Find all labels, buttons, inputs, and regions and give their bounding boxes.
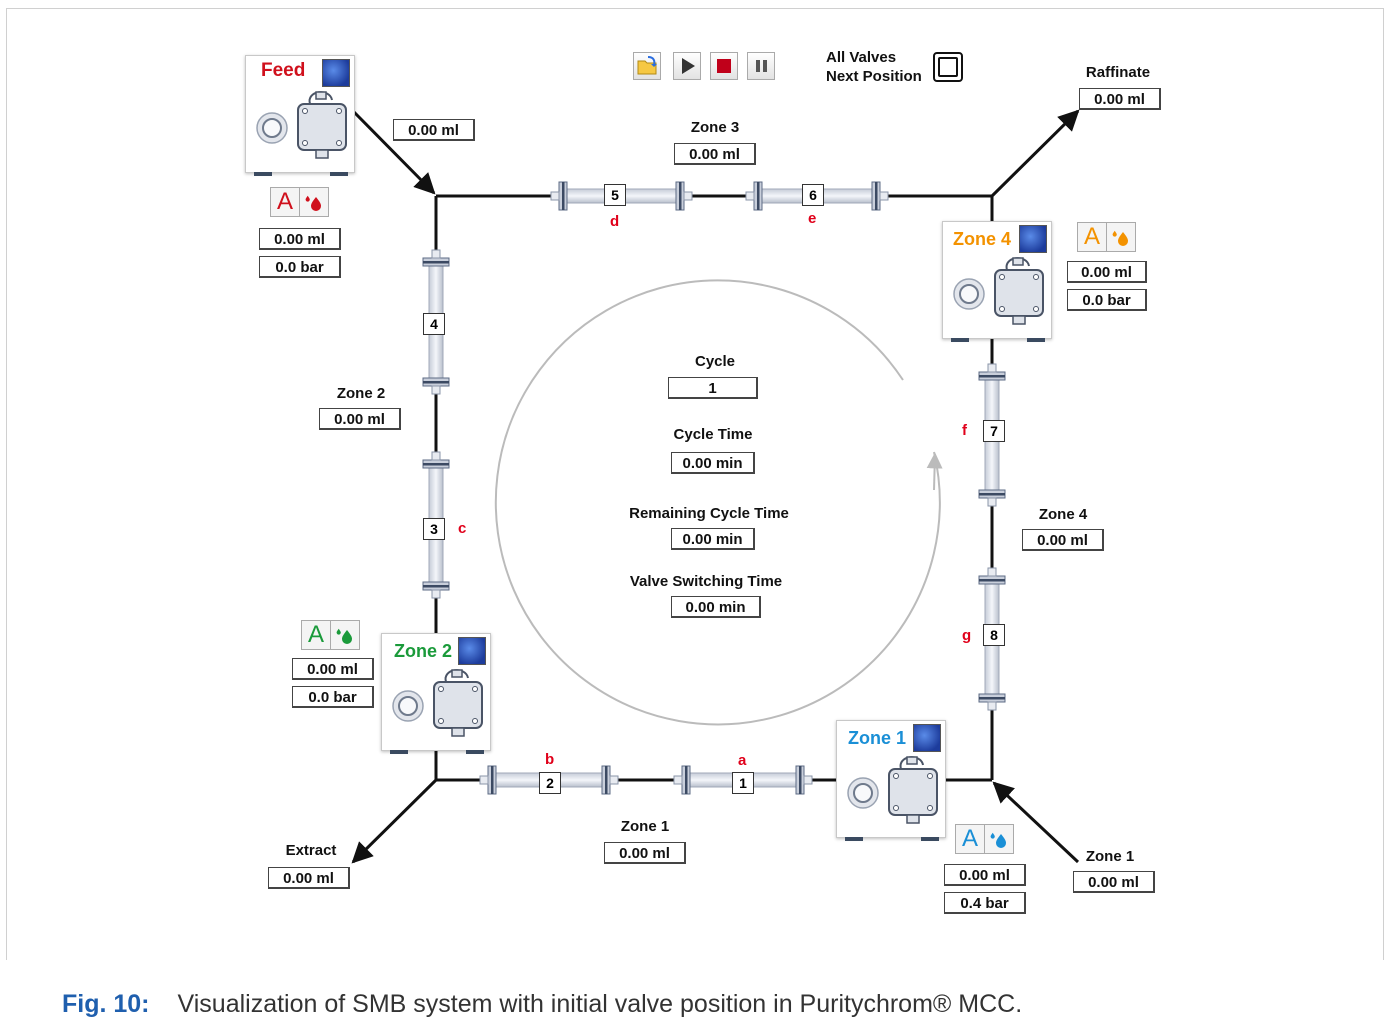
zone1-pump[interactable]: Zone 1 xyxy=(836,720,946,841)
feed-pump-status-indicator xyxy=(322,59,350,87)
feed-pump[interactable]: Feed xyxy=(245,55,355,176)
extract-label: Extract xyxy=(285,842,337,859)
zone1-pump-status-indicator xyxy=(913,724,941,752)
port-b-label: b xyxy=(545,751,555,768)
column-7-number: 7 xyxy=(983,420,1005,442)
zone2-volume: 0.00 ml xyxy=(292,658,374,680)
zone1-zone-label: Zone 1 xyxy=(620,818,670,835)
port-a-label: a xyxy=(738,752,747,769)
all-valves-next-position-button[interactable] xyxy=(933,52,963,82)
zone1-inlet-arrow xyxy=(992,781,1080,864)
valve-switching-time-label: Valve Switching Time xyxy=(629,573,783,590)
extract-volume: 0.00 ml xyxy=(268,867,350,889)
open-file-button[interactable] xyxy=(633,52,661,80)
column-3-number: 3 xyxy=(423,518,445,540)
feed-line-volume: 0.00 ml xyxy=(393,119,475,141)
zone4-pressure: 0.0 bar xyxy=(1067,289,1147,311)
zone1-drop-icon[interactable] xyxy=(985,825,1013,853)
pause-button[interactable] xyxy=(747,52,775,80)
zone2-drop-icon[interactable] xyxy=(331,621,359,649)
feed-auto-button[interactable]: A xyxy=(271,188,300,216)
folder-icon xyxy=(637,56,657,75)
column-2-number: 2 xyxy=(539,772,561,794)
zone2-control[interactable]: A xyxy=(301,620,360,650)
zone2-zone-label: Zone 2 xyxy=(336,385,386,402)
column-5-number: 5 xyxy=(604,184,626,206)
square-icon xyxy=(938,57,958,77)
feed-arrow xyxy=(350,108,436,195)
zone1-volume: 0.00 ml xyxy=(944,864,1026,886)
pump-icon xyxy=(392,669,483,737)
play-icon xyxy=(682,58,695,74)
cycle-value: 1 xyxy=(668,377,758,399)
zone2-pressure: 0.0 bar xyxy=(292,686,374,708)
pump-icon xyxy=(256,91,347,159)
port-g-label: g xyxy=(962,627,972,644)
column-8-number: 8 xyxy=(983,624,1005,646)
figure-caption: Fig. 10: Visualization of SMB system with… xyxy=(62,990,1022,1019)
zone1-zone-volume: 0.00 ml xyxy=(604,842,686,864)
raffinate-arrow xyxy=(990,109,1080,198)
all-valves-label: All Valves Next Position xyxy=(826,48,922,86)
port-d-label: d xyxy=(610,213,620,230)
zone4-drop-icon[interactable] xyxy=(1107,223,1135,251)
zone1-control[interactable]: A xyxy=(955,824,1014,854)
zone2-pump[interactable]: Zone 2 xyxy=(381,633,491,754)
column-1-number: 1 xyxy=(732,772,754,794)
cycle-time-label: Cycle Time xyxy=(673,426,753,443)
raffinate-label: Raffinate xyxy=(1085,64,1151,81)
feed-pressure: 0.0 bar xyxy=(259,256,341,278)
raffinate-volume: 0.00 ml xyxy=(1079,88,1161,110)
feed-volume: 0.00 ml xyxy=(259,228,341,250)
extract-arrow xyxy=(351,778,438,864)
pump-icon xyxy=(847,756,938,824)
column-4-number: 4 xyxy=(423,313,445,335)
zone1-inlet-label: Zone 1 xyxy=(1085,848,1135,865)
zone4-volume: 0.00 ml xyxy=(1067,261,1147,283)
feed-control[interactable]: A xyxy=(270,187,329,217)
zone4-pump-title: Zone 4 xyxy=(953,229,1012,249)
zone4-control[interactable]: A xyxy=(1077,222,1136,252)
zone4-auto-button[interactable]: A xyxy=(1078,223,1107,251)
port-e-label: e xyxy=(808,210,817,227)
remaining-cycle-time-value: 0.00 min xyxy=(671,528,755,550)
zone3-volume: 0.00 ml xyxy=(674,143,756,165)
pump-icon xyxy=(953,257,1044,325)
cycle-circle xyxy=(494,279,941,726)
all-valves-line1: All Valves xyxy=(826,49,897,66)
zone2-auto-button[interactable]: A xyxy=(302,621,331,649)
stop-button[interactable] xyxy=(710,52,738,80)
zone4-pump-status-indicator xyxy=(1019,225,1047,253)
zone4-zone-volume: 0.00 ml xyxy=(1022,529,1104,551)
zone3-label: Zone 3 xyxy=(690,119,740,136)
pause-icon xyxy=(756,60,767,72)
zone1-inlet-volume: 0.00 ml xyxy=(1073,871,1155,893)
port-c-label: c xyxy=(458,520,467,537)
column-6-number: 6 xyxy=(802,184,824,206)
stop-icon xyxy=(717,59,731,73)
loop-lines xyxy=(434,194,994,782)
start-button[interactable] xyxy=(673,52,701,80)
zone2-pump-status-indicator xyxy=(458,637,486,665)
zone4-pump[interactable]: Zone 4 xyxy=(942,221,1052,342)
zone4-zone-label: Zone 4 xyxy=(1038,506,1088,523)
remaining-cycle-time-label: Remaining Cycle Time xyxy=(629,505,789,522)
zone1-auto-button[interactable]: A xyxy=(956,825,985,853)
zone2-zone-volume: 0.00 ml xyxy=(319,408,401,430)
cycle-time-value: 0.00 min xyxy=(671,452,755,474)
feed-pump-title: Feed xyxy=(261,60,306,81)
figure-caption-text: Visualization of SMB system with initial… xyxy=(177,990,1023,1018)
valve-switching-time-value: 0.00 min xyxy=(671,596,761,618)
diagram-frame xyxy=(6,8,1384,960)
port-f-label: f xyxy=(962,422,967,439)
zone1-pump-title: Zone 1 xyxy=(848,728,907,748)
zone1-pressure: 0.4 bar xyxy=(944,892,1026,914)
feed-drop-icon[interactable] xyxy=(300,188,328,216)
cycle-label: Cycle xyxy=(694,353,736,370)
figure-number: Fig. 10: xyxy=(62,990,150,1018)
all-valves-line2: Next Position xyxy=(826,68,922,85)
zone2-pump-title: Zone 2 xyxy=(394,641,453,661)
